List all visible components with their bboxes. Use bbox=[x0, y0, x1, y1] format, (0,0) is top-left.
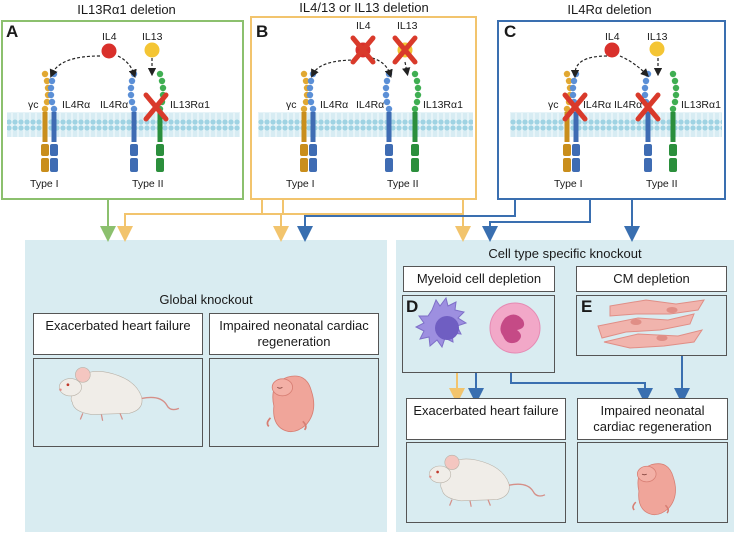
global-impaired-regeneration-box: Impaired neonatal cardiac regeneration bbox=[209, 313, 379, 355]
myeloid-cells-frame bbox=[402, 295, 555, 373]
myeloid-cells-image bbox=[414, 296, 541, 354]
panel-a-type1-label: Type I bbox=[30, 178, 59, 190]
cm-depletion-text: CM depletion bbox=[613, 271, 690, 286]
panel-b-il4-label: IL4 bbox=[356, 20, 371, 32]
panel-c-receptors bbox=[563, 55, 680, 172]
panel-a-il13-label: IL13 bbox=[142, 31, 163, 43]
specific-mouse-frame bbox=[406, 442, 566, 523]
il13-ligand-a bbox=[144, 42, 160, 58]
panel-b-gc-label: γc bbox=[286, 99, 297, 111]
panel-a-il4ra-label-1: IL4Rα bbox=[62, 99, 91, 111]
myeloid-depletion-box: Myeloid cell depletion bbox=[403, 266, 555, 292]
panel-c-il13ra1-label: IL13Rα1 bbox=[681, 99, 721, 111]
panel-b-type2-label: Type II bbox=[387, 178, 419, 190]
panel-c-type1-label: Type I bbox=[554, 178, 583, 190]
myeloid-depletion-text: Myeloid cell depletion bbox=[416, 271, 542, 286]
panel-c-letter: C bbox=[504, 22, 517, 41]
panel-a-il4ra-label-2: IL4Rα bbox=[100, 99, 129, 111]
panel-c-il13-label: IL13 bbox=[647, 31, 668, 43]
panel-a-type2-label: Type II bbox=[132, 178, 164, 190]
connector-arrows bbox=[100, 200, 690, 404]
global-exacerbated-hf-text: Exacerbated heart failure bbox=[45, 318, 191, 333]
specific-knockout-title: Cell type specific knockout bbox=[488, 246, 642, 261]
panel-e-letter: E bbox=[581, 297, 593, 316]
panel-a-title: IL13Rα1 deletion bbox=[77, 2, 176, 17]
panel-b-il4ra-label-2: IL4Rα bbox=[356, 99, 385, 111]
panel-a-letter: A bbox=[6, 22, 19, 41]
panel-b-type1-label: Type I bbox=[286, 178, 315, 190]
panel-b-il4ra-label-1: IL4Rα bbox=[320, 99, 349, 111]
panel-b-letter: B bbox=[256, 22, 269, 41]
panel-b-il13ra1-label: IL13Rα1 bbox=[423, 99, 463, 111]
il4-ligand-c bbox=[604, 42, 620, 58]
global-impaired-regeneration-text: Impaired neonatal cardiac regeneration bbox=[219, 318, 369, 349]
panel-c-il4-label: IL4 bbox=[605, 31, 620, 43]
panel-b bbox=[250, 16, 477, 200]
panel-c-gc-label: γc bbox=[548, 99, 559, 111]
global-exacerbated-hf-box: Exacerbated heart failure bbox=[33, 313, 203, 355]
il13-ligand-c bbox=[649, 41, 665, 57]
cm-cells-image bbox=[597, 299, 705, 349]
panel-a-receptors bbox=[41, 55, 166, 172]
panel-b-receptors bbox=[300, 57, 422, 172]
panel-d-letter: D bbox=[406, 297, 419, 316]
panel-c-il4ra-label-2: IL4Rα bbox=[614, 99, 643, 111]
panel-b-title: IL4/13 or IL13 deletion bbox=[299, 0, 429, 15]
cm-depletion-box: CM depletion bbox=[576, 266, 727, 292]
panel-c-type2-label: Type II bbox=[646, 178, 678, 190]
global-knockout-title: Global knockout bbox=[159, 292, 253, 307]
global-pup-frame bbox=[209, 358, 379, 447]
il4-ligand-a bbox=[101, 43, 117, 59]
panel-a-il4-label: IL4 bbox=[102, 31, 117, 43]
panel-b-il13-label: IL13 bbox=[397, 20, 418, 32]
specific-pup-frame bbox=[577, 442, 728, 523]
panel-a-il13ra1-label: IL13Rα1 bbox=[170, 99, 210, 111]
specific-impaired-regeneration-box: Impaired neonatal cardiac regeneration bbox=[577, 398, 728, 440]
panel-c-il4ra-label-1: IL4Rα bbox=[583, 99, 612, 111]
panel-c-title: IL4Rα deletion bbox=[567, 2, 652, 17]
specific-exacerbated-hf-box: Exacerbated heart failure bbox=[406, 398, 566, 440]
global-mouse-frame bbox=[33, 358, 203, 447]
specific-exacerbated-hf-text: Exacerbated heart failure bbox=[413, 403, 559, 418]
cm-cells-frame bbox=[576, 295, 727, 356]
panel-a-gc-label: γc bbox=[28, 99, 39, 111]
specific-impaired-regeneration-text: Impaired neonatal cardiac regeneration bbox=[593, 403, 712, 434]
